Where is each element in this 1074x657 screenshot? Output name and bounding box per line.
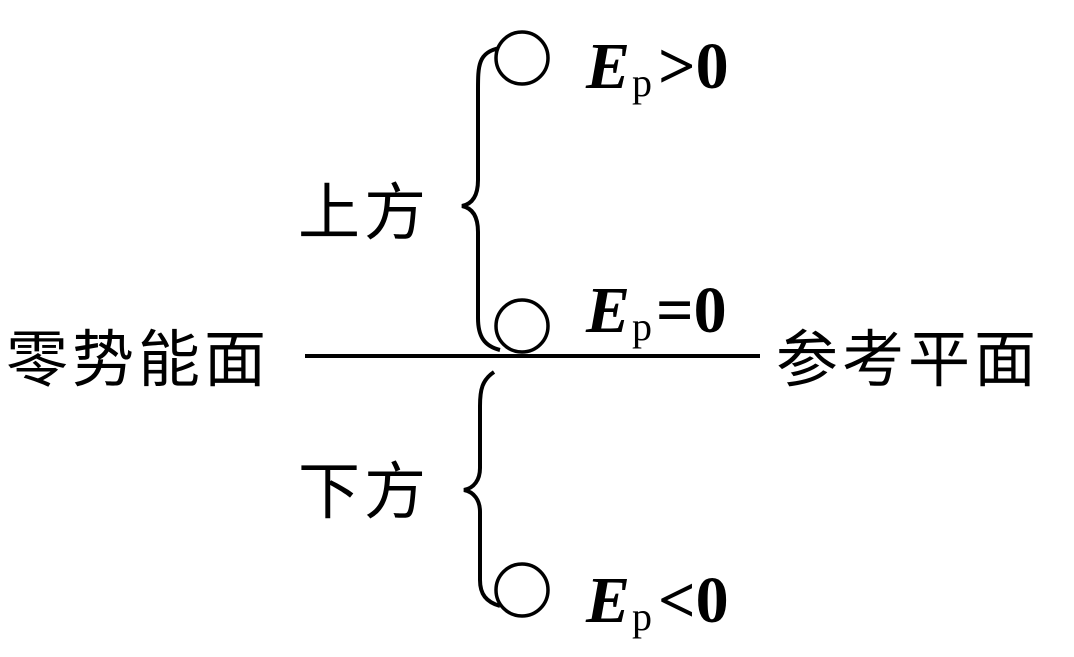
state-above-subscript: p [632, 60, 652, 105]
ball-above [494, 30, 550, 86]
state-on-plane-relation: =0 [656, 274, 727, 347]
state-above-label: Ep>0 [585, 30, 729, 105]
above-label: 上方 [298, 176, 430, 249]
state-on-plane-label: Ep=0 [585, 274, 727, 349]
state-below-label: Ep<0 [585, 564, 729, 639]
ball-on-plane [494, 298, 550, 354]
state-below-subscript: p [632, 594, 652, 639]
lower-brace [463, 370, 501, 608]
below-label: 下方 [298, 455, 430, 528]
state-below-symbol: E [585, 564, 630, 637]
upper-brace [461, 46, 501, 352]
zero-plane-label: 零势能面 [6, 323, 270, 396]
state-on-plane-subscript: p [632, 304, 652, 349]
state-on-plane-symbol: E [585, 274, 630, 347]
ball-below [494, 562, 550, 618]
reference-plane-label: 参考平面 [776, 323, 1040, 396]
state-below-relation: <0 [658, 564, 729, 637]
state-above-symbol: E [585, 30, 630, 103]
state-above-relation: >0 [658, 30, 729, 103]
